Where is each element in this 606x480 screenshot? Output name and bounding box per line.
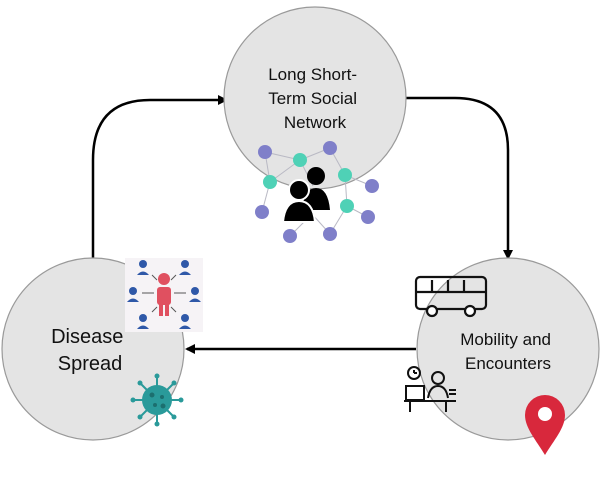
node-social-network-label: Long Short- Term Social Network <box>268 65 362 132</box>
location-pin-icon <box>525 395 565 455</box>
label-line: Network <box>284 113 347 132</box>
label-line: Spread <box>58 353 123 375</box>
label-line: Disease <box>51 326 123 348</box>
node-disease-label: Disease Spread <box>51 326 129 375</box>
arrow-network-to-mobility <box>405 96 513 260</box>
arrow-disease-to-network <box>91 95 228 263</box>
bus-icon <box>414 275 488 318</box>
social-network-graph-icon <box>255 141 379 243</box>
desk-worker-icon <box>404 366 456 412</box>
node-mobility-circle <box>416 257 600 441</box>
contact-spread-icon <box>125 258 203 332</box>
label-line: Long Short- <box>268 65 357 84</box>
label-line: Encounters <box>465 354 551 373</box>
label-line: Term Social <box>268 89 357 108</box>
node-mobility-label: Mobility and Encounters <box>460 330 555 373</box>
label-line: Mobility and <box>460 330 551 349</box>
virus-icon <box>130 373 184 427</box>
people-group-icon <box>281 167 330 223</box>
